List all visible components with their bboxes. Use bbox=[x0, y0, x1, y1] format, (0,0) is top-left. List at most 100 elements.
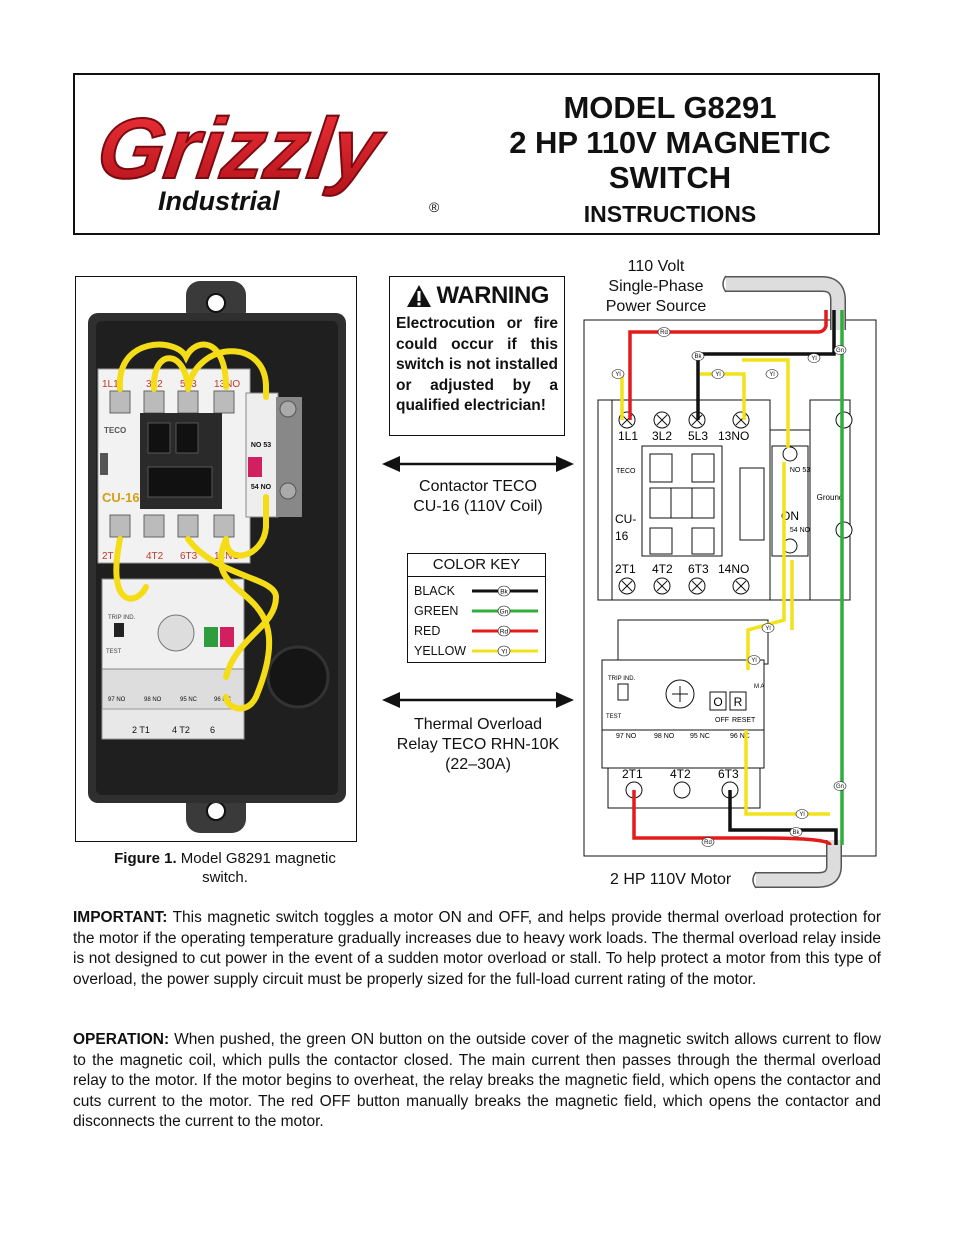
tag-yl-3: Yl bbox=[715, 372, 720, 378]
diag-term-4t2: 4T2 bbox=[652, 562, 673, 576]
header-box bbox=[73, 73, 880, 235]
page-subtitle: INSTRUCTIONS bbox=[583, 201, 757, 227]
motor-label: 2 HP 110V Motor bbox=[610, 871, 732, 888]
diag-model-1: CU- bbox=[615, 512, 636, 526]
warning-triangle-icon bbox=[407, 285, 431, 307]
registered-mark: ® bbox=[429, 199, 440, 215]
photo-term-4: 4T2 bbox=[146, 551, 164, 562]
title-line-3: SWITCH bbox=[608, 160, 732, 195]
power-label-1: 110 Volt bbox=[627, 258, 685, 275]
diag-relay-reset: RESET bbox=[732, 717, 756, 724]
tag-yl-1: Yl bbox=[811, 356, 816, 362]
diag-relay-trip: TRIP IND. bbox=[608, 676, 636, 682]
figure-caption-line2: switch. bbox=[202, 869, 248, 886]
diag-term-14no: 14NO bbox=[718, 562, 749, 576]
photo-term-14: 14NO bbox=[214, 551, 240, 562]
wiring-diagram: 1L1 3L2 5L3 13NO TECO CU- 16 2T1 4T2 6T3… bbox=[583, 275, 877, 889]
photo-term-6: 6T3 bbox=[180, 551, 198, 562]
diag-term-1l1: 1L1 bbox=[618, 429, 638, 443]
diag-relay-4t2: 4T2 bbox=[670, 767, 691, 781]
photo-relay-98: 98 NO bbox=[144, 697, 162, 703]
photo-relay-out-6: 6 bbox=[210, 725, 215, 735]
color-key-black: BLACK bbox=[414, 584, 455, 598]
diag-aux-no53: NO 53 bbox=[790, 467, 810, 474]
photo-aux-top: NO 53 bbox=[251, 442, 271, 449]
diag-relay-off: OFF bbox=[715, 717, 729, 724]
logo-industrial: Industrial bbox=[158, 186, 280, 216]
photo-test: TEST bbox=[106, 649, 122, 655]
photo-relay-out-2: 2 T1 bbox=[132, 725, 150, 735]
tag-gn-top: Gn bbox=[836, 348, 844, 354]
tag-yl-7: Yl bbox=[799, 812, 804, 818]
diag-aux-54no: 54 NO bbox=[790, 527, 811, 534]
diag-relay-ma: M A bbox=[754, 684, 764, 690]
figure-caption-label: Figure 1. bbox=[114, 850, 177, 867]
ck-code-rd: Rd bbox=[500, 629, 509, 636]
tag-rd-top: Rd bbox=[660, 330, 668, 336]
color-key-swatches: Bk Gn Rd Yl bbox=[472, 585, 538, 657]
contactor-label-2: CU-16 (110V Coil) bbox=[413, 498, 543, 515]
grizzly-logo-graphic: Grizzly Industrial ® bbox=[91, 100, 440, 216]
color-key-green: GREEN bbox=[414, 604, 459, 618]
figure-caption-line1: Model G8291 magnetic bbox=[180, 850, 336, 867]
tag-rd-bottom: Rd bbox=[704, 840, 712, 846]
grizzly-logo: Grizzly Industrial ® bbox=[91, 96, 458, 226]
diag-relay-6t3: 6T3 bbox=[718, 767, 739, 781]
power-label-3: Power Source bbox=[605, 298, 707, 315]
important-text: This magnetic switch toggles a motor ON … bbox=[73, 909, 881, 988]
important-label: IMPORTANT: bbox=[73, 909, 168, 926]
warning-body: Electrocution or fire could occur if thi… bbox=[396, 315, 558, 414]
diag-term-2t1: 2T1 bbox=[615, 562, 636, 576]
color-key-yellow: YELLOW bbox=[414, 644, 467, 658]
photo-brand: TECO bbox=[104, 426, 126, 435]
photo-term-1: 1L1 bbox=[102, 379, 119, 390]
overload-label: Thermal Overload Relay TECO RHN-10K (22–… bbox=[380, 715, 576, 775]
diag-relay-96: 96 NC bbox=[730, 733, 750, 740]
photo-aux-bottom: 54 NO bbox=[251, 484, 272, 491]
diag-relay-98: 98 NO bbox=[654, 733, 675, 740]
diag-relay-2t1: 2T1 bbox=[622, 767, 643, 781]
diag-relay-o: O bbox=[713, 695, 722, 709]
diag-relay-r: R bbox=[734, 695, 743, 709]
tag-yl-2: Yl bbox=[615, 372, 620, 378]
tag-yl-6: Yl bbox=[751, 658, 756, 664]
ck-code-bk: Bk bbox=[500, 589, 508, 596]
diag-term-6t3: 6T3 bbox=[688, 562, 709, 576]
photo-model: CU-16 bbox=[102, 490, 140, 505]
ck-code-gn: Gn bbox=[500, 609, 509, 616]
contactor-label: Contactor TECO CU-16 (110V Coil) bbox=[380, 477, 576, 517]
operation-text: When pushed, the green ON button on the … bbox=[73, 1031, 881, 1130]
ck-code-yl: Yl bbox=[501, 649, 507, 656]
operation-paragraph: OPERATION: When pushed, the green ON but… bbox=[73, 1030, 881, 1133]
color-key: COLOR KEY BLACK GREEN RED YELLOW Bk Gn R… bbox=[407, 553, 546, 663]
diag-brand: TECO bbox=[616, 468, 636, 475]
warning-heading: WARNING bbox=[436, 282, 549, 309]
diag-relay-95: 95 NC bbox=[690, 733, 710, 740]
power-label-2: Single-Phase bbox=[608, 278, 704, 295]
switch-photo: 1L1 3L2 5L3 13NO TECO CU-16 2T1 4T2 6T3 … bbox=[80, 277, 352, 837]
operation-label: OPERATION: bbox=[73, 1031, 170, 1048]
figure-caption: Figure 1. Model G8291 magnetic switch. bbox=[76, 849, 374, 887]
photo-relay-96: 96 NC bbox=[214, 697, 232, 703]
important-paragraph: IMPORTANT: This magnetic switch toggles … bbox=[73, 908, 881, 990]
tag-bk-bottom: Bk bbox=[792, 830, 800, 836]
title-block: MODEL G8291 2 HP 110V MAGNETIC SWITCH IN… bbox=[470, 90, 870, 228]
photo-trip: TRIP IND. bbox=[108, 615, 136, 621]
photo-relay-out-4: 4 T2 bbox=[172, 725, 190, 735]
color-key-title: COLOR KEY bbox=[408, 554, 545, 577]
contactor-label-1: Contactor TECO bbox=[419, 478, 537, 495]
photo-relay-95: 95 NC bbox=[180, 697, 198, 703]
overload-arrow bbox=[382, 692, 574, 708]
warning-header: WARNING bbox=[406, 282, 549, 310]
photo-relay-97: 97 NO bbox=[108, 697, 126, 703]
diag-relay-97: 97 NO bbox=[616, 733, 637, 740]
power-source-label: 110 Volt Single-Phase Power Source bbox=[596, 257, 716, 317]
title-line-2: 2 HP 110V MAGNETIC bbox=[509, 125, 831, 160]
overload-label-3: (22–30A) bbox=[445, 756, 511, 773]
title-line-1: MODEL G8291 bbox=[563, 90, 777, 125]
photo-term-2: 2T1 bbox=[102, 551, 120, 562]
diag-term-5l3: 5L3 bbox=[688, 429, 708, 443]
tag-bk-top: Bk bbox=[694, 354, 702, 360]
tag-gn-bottom: Gn bbox=[836, 784, 844, 790]
contactor-arrow bbox=[382, 456, 574, 472]
